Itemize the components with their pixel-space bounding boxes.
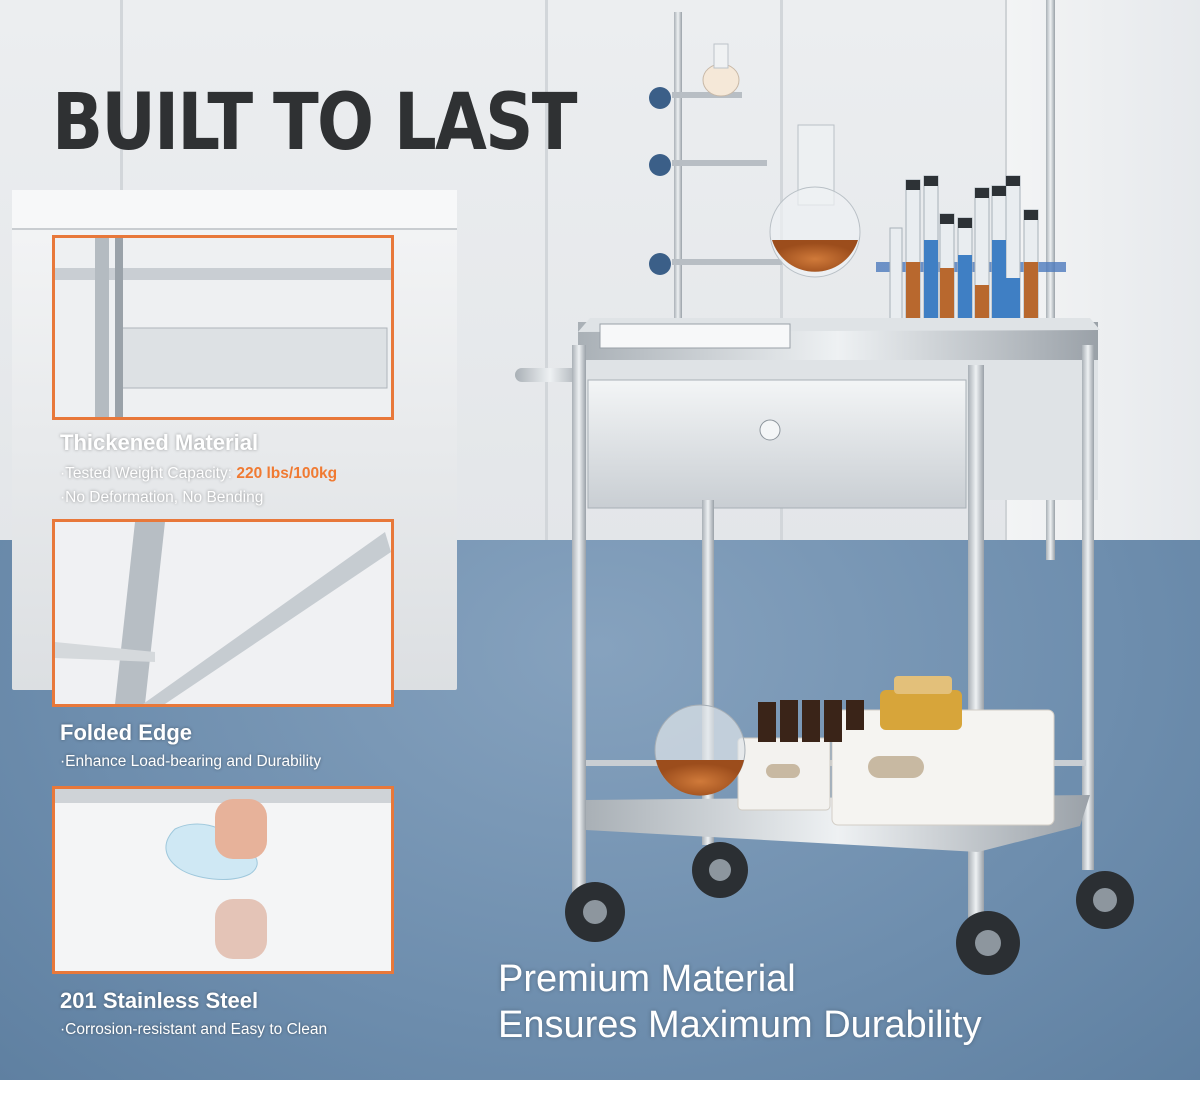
feature-title-stainless-steel: 201 Stainless Steel — [60, 988, 259, 1013]
weight-label: ·Tested Weight Capacity: — [60, 465, 237, 482]
thickened-material-image — [52, 235, 394, 420]
bottom-margin — [0, 1080, 1200, 1093]
headline: BUILT TO LAST — [52, 78, 578, 168]
feature-line-weight: ·Tested Weight Capacity: 220 lbs/100kg — [60, 465, 337, 483]
folded-edge-image — [52, 519, 394, 707]
wall-seam — [780, 0, 783, 545]
stainless-steel-image — [52, 786, 394, 974]
tagline-line-1: Premium Material — [498, 958, 796, 1000]
feature-line-no-deformation: ·No Deformation, No Bending — [60, 489, 264, 506]
weight-capacity-value: 220 lbs/100kg — [236, 465, 338, 482]
feature-line-load-bearing: ·Enhance Load-bearing and Durability — [60, 753, 322, 770]
feature-title-folded-edge: Folded Edge — [60, 720, 192, 745]
feature-title-thickened: Thickened Material — [60, 430, 259, 455]
feature-line-corrosion: ·Corrosion-resistant and Easy to Clean — [60, 1021, 328, 1038]
desk-top — [12, 190, 457, 230]
tagline-line-2: Ensures Maximum Durability — [498, 1004, 982, 1046]
wall-seam — [545, 0, 548, 545]
